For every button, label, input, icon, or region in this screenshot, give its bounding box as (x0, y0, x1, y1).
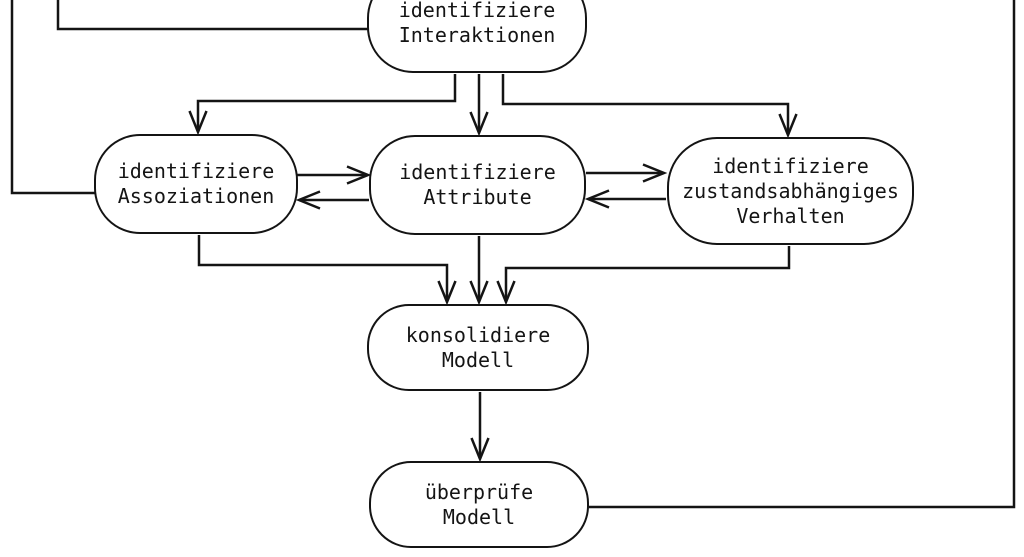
edge-ueberpruefe-feedback (589, 0, 1016, 509)
node-label-line: überprüfe (424, 479, 534, 504)
edge-assoziationen-to-konsolidiere (197, 235, 457, 306)
node-label-line: Verhalten (736, 203, 845, 228)
node-identifiziere-attribute: identifiziere Attribute (369, 135, 586, 235)
edge-verhalten-to-konsolidiere (496, 246, 791, 306)
node-label-line: zustandsabhängiges (682, 178, 899, 203)
edge-offscreen-to-interaktionen (56, 0, 372, 31)
node-konsolidiere-modell: konsolidiere Modell (367, 304, 589, 391)
node-label-line: Interaktionen (398, 22, 556, 47)
node-identifiziere-zustandsabhaengiges-verhalten: identifiziere zustandsabhängiges Verhalt… (667, 137, 914, 245)
node-identifiziere-assoziationen: identifiziere Assoziationen (94, 134, 298, 234)
node-label-line: Modell (442, 504, 516, 529)
node-label-line: identifiziere (398, 0, 556, 22)
node-label-line: konsolidiere (405, 322, 551, 347)
node-label-line: Attribute (423, 185, 532, 209)
node-label-line: Modell (441, 347, 515, 372)
node-label-line: identifiziere (399, 160, 556, 184)
node-label-line: identifiziere (117, 159, 275, 183)
edge-offscreen-to-assoziationen (10, 0, 96, 195)
edge-interaktionen-to-assoziationen (188, 74, 457, 136)
edge-interaktionen-to-verhalten (501, 74, 798, 139)
node-ueberpruefe-modell: überprüfe Modell (369, 461, 589, 548)
node-identifiziere-interaktionen: identifiziere Interaktionen (367, 0, 587, 73)
node-label-line: Assoziationen (117, 184, 275, 208)
node-label-line: identifiziere (712, 153, 869, 178)
